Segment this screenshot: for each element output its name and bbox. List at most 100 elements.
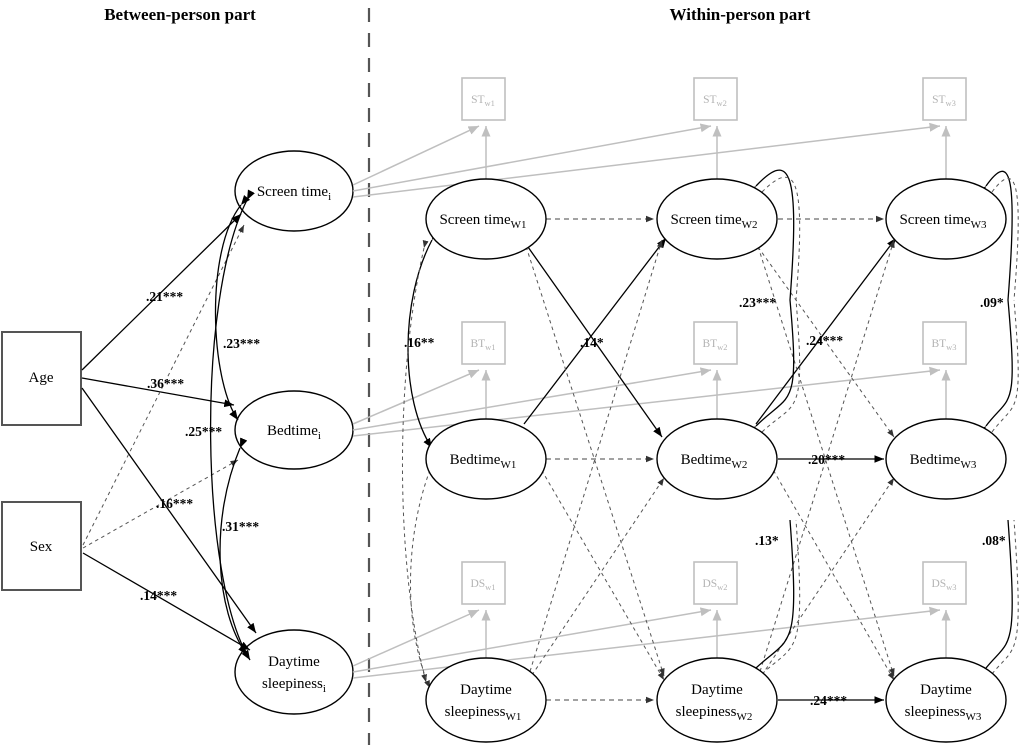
cov-screentime-sleepiness-between [209,189,255,661]
loading-stb-to-st-w1 [352,125,480,186]
resid-arc-btw3-dash [991,299,1019,433]
ellipse-screen-time-w2 [656,178,778,260]
path-btw1-to-stw2 [523,237,667,425]
coef-sex-to-sleepiness: .14*** [140,588,177,603]
indicator-box-bt-w3 [922,321,967,365]
header-within-person: Within-person part [670,5,811,24]
ellipse-screen-time-w1-label: Screen timeW1 [439,212,526,231]
ellipse-bedtime-w1 [425,418,547,500]
ellipse-bedtime-w2-label: BedtimeW2 [681,452,748,471]
indicator-box-st-w1 [461,77,506,121]
cov-screentime-bedtime-between [214,194,251,421]
coef-bedtime-w2-to-w3: .20*** [808,452,845,467]
indicator-box-ds-w2 [693,561,738,605]
indicator-label-ds-w1: DSw1 [470,578,495,592]
coef-w2-bedtime-cross: .24*** [806,333,843,348]
indicator-box-st-w3 [922,77,967,121]
coef-sex-to-bedtime: .25*** [185,424,222,439]
box-age-label: Age [29,370,54,386]
box-sex-label: Sex [30,539,53,555]
ellipse-screen-time-w1 [425,178,547,260]
indicator-box-bt-w2 [693,321,738,365]
coef-w3-sleepiness-resid: .08* [982,533,1006,548]
resid-arc-btw3 [977,299,1013,437]
ellipse-screen-time-w3 [885,178,1007,260]
resid-arc-dsw3-dash [991,519,1019,675]
ellipse-daytime-sleepiness-between-label-2: sleepinessi [262,676,326,695]
coef-sleepiness-w2-to-w3: .24*** [810,693,847,708]
coef-w1-screentime-bedtime-cross: .14* [580,335,604,350]
ellipse-daytime-sleepiness-w3-label-2: sleepinessW3 [905,704,982,723]
header-between-person: Between-person part [104,5,256,24]
path-age-to-screentime [81,213,242,371]
ellipse-screen-time-w3-label: Screen timeW3 [899,212,987,231]
cov-stw1-dsw1 [402,240,429,683]
resid-arc-dsw2-dash [761,519,801,675]
coef-age-to-bedtime: .36*** [147,376,184,391]
coef-sex-to-screentime: .16*** [156,496,193,511]
coef-bedtime-sleepiness-cov: .31*** [222,519,259,534]
indicator-label-st-w3: STw3 [932,94,956,108]
ellipse-bedtime-w1-label: BedtimeW1 [450,452,517,471]
ellipse-daytime-sleepiness-w3-label-1: Daytime [920,682,972,698]
resid-arc-stw2-dash [761,176,801,301]
indicator-box-st-w2 [693,77,738,121]
indicator-label-st-w2: STw2 [703,94,727,108]
ellipse-daytime-sleepiness-between [234,629,354,715]
resid-arc-dsw2 [746,519,795,678]
path-dsw2-to-btw3 [757,477,895,682]
ellipse-daytime-sleepiness-w3 [885,657,1007,743]
resid-arc-dsw3 [976,519,1013,679]
ellipse-daytime-sleepiness-between-label-1: Daytime [268,654,320,670]
ellipse-bedtime-between-label: Bedtimei [267,423,321,442]
ellipse-daytime-sleepiness-w1-label-2: sleepinessW1 [445,704,522,723]
coef-age-to-screentime: .21*** [146,289,183,304]
loading-stb-to-st-w3 [352,122,941,198]
loading-dsb-to-ds-w2 [352,607,712,673]
ellipse-daytime-sleepiness-w2 [656,657,778,743]
indicator-label-bt-w3: BTw3 [931,338,956,352]
resid-arc-stw3 [977,170,1013,301]
resid-arc-btw2-dash [761,299,801,433]
ellipse-screen-time-w2-label: Screen timeW2 [670,212,757,231]
ellipse-daytime-sleepiness-w1 [425,657,547,743]
indicator-label-bt-w1: BTw1 [470,338,495,352]
loading-stb-to-st-w2 [352,123,712,192]
ellipse-bedtime-w3 [885,418,1007,500]
path-stw2-to-dsw3 [755,239,895,677]
ellipse-daytime-sleepiness-w2-label-2: sleepinessW2 [676,704,753,723]
box-age [1,331,82,426]
indicator-box-bt-w1 [461,321,506,365]
indicator-label-st-w1: STw1 [471,94,495,108]
ellipse-screen-time-between-label: Screen timei [257,184,331,203]
box-sex [1,501,82,591]
indicator-label-ds-w2: DSw2 [702,578,727,592]
path-sex-to-sleepiness [82,552,251,651]
indicator-box-ds-w3 [922,561,967,605]
resid-arc-btw2 [746,299,795,436]
ellipse-daytime-sleepiness-w1-label-1: Daytime [460,682,512,698]
path-btw2-to-stw3 [755,237,897,425]
coef-w2-screentime-resid: .23*** [739,295,776,310]
path-stw1-to-btw2 [527,246,663,438]
cov-bedtime-sleepiness-between [219,437,248,656]
path-btw1-to-dsw2 [523,439,665,681]
loading-btb-to-bt-w3 [352,366,941,437]
indicator-label-bt-w2: BTw2 [702,338,727,352]
ellipse-bedtime-w2 [656,418,778,500]
ellipse-daytime-sleepiness-w2-label-1: Daytime [691,682,743,698]
loading-btb-to-bt-w2 [352,367,712,431]
path-age-to-bedtime [81,377,235,408]
path-dsw1-to-btw2 [527,477,665,682]
ellipse-bedtime-w3-label: BedtimeW3 [910,452,977,471]
indicator-box-ds-w1 [461,561,506,605]
coef-screentime-bedtime-cov: .23*** [223,336,260,351]
loading-btb-to-bt-w1 [352,369,480,425]
resid-arc-stw3-dash [991,177,1019,301]
path-age-to-sleepiness [81,387,257,634]
cov-btw1-dsw1 [410,461,436,689]
coef-w3-screentime-resid: .09* [980,295,1004,310]
resid-arc-stw2 [746,169,795,301]
